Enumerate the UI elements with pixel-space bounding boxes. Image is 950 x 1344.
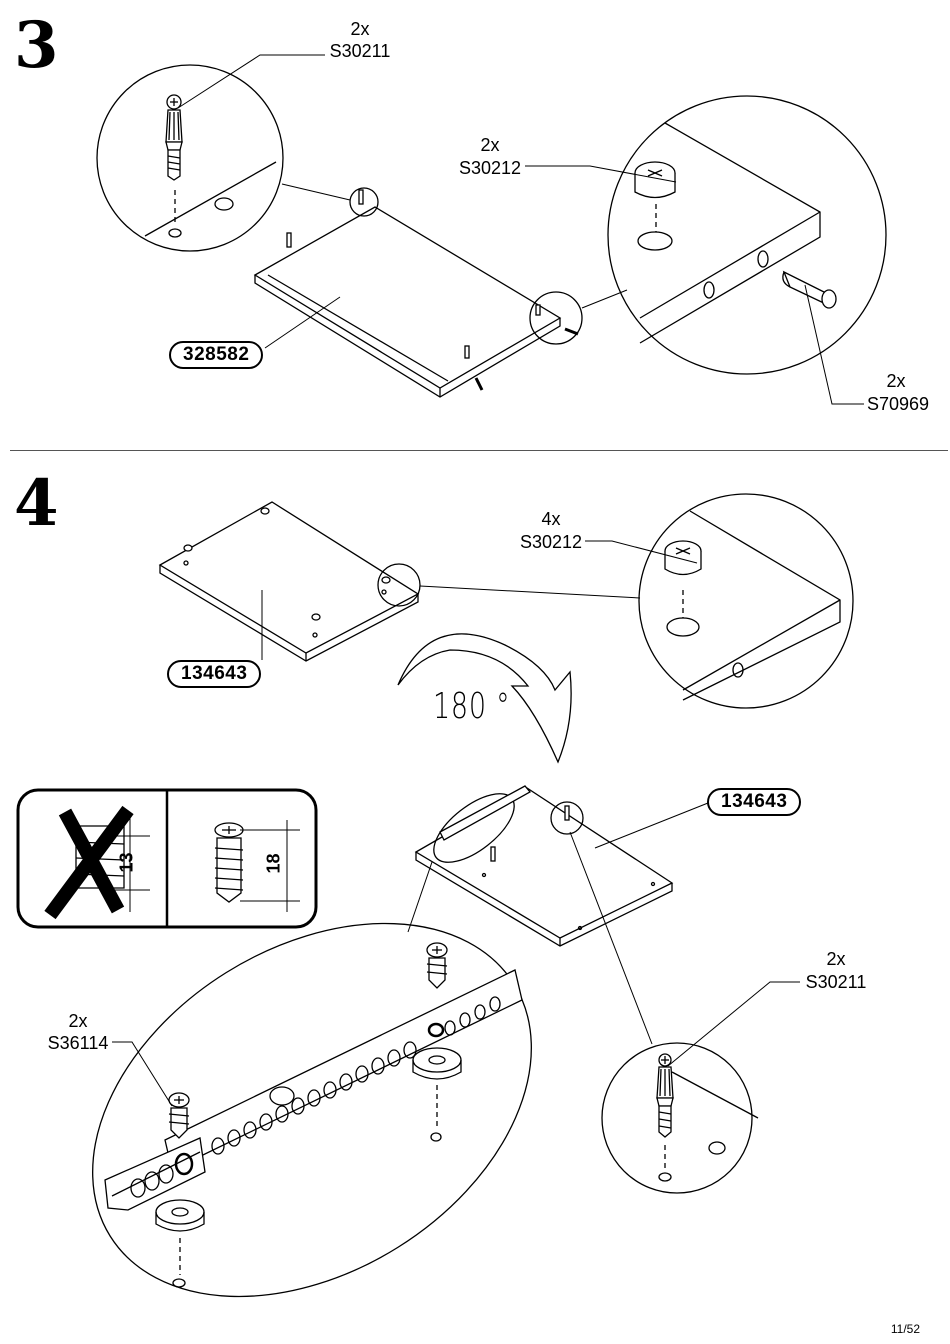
- panel-134643-top: [158, 501, 421, 662]
- cam-lock-icon-s30212: [634, 161, 676, 199]
- rotate-arrow-icon: [397, 633, 572, 764]
- detail-circle-cam-dowel: [607, 95, 887, 375]
- page-number: 11/52: [890, 1322, 920, 1336]
- callout-code-s30211-step4: S30211: [805, 972, 867, 992]
- rotation-angle-label: 180 °: [433, 686, 511, 727]
- callout-code-s30212: S30212: [458, 158, 522, 178]
- cam-lock-icon-s30212-step4: [664, 540, 702, 576]
- callout-code-s70969: S70969: [866, 394, 930, 414]
- callout-qty-s70969: 2x: [886, 371, 906, 391]
- callout-code-s36114: S36114: [47, 1033, 109, 1053]
- panel-328582: [253, 187, 583, 398]
- wrong-screw-length: 13: [116, 852, 137, 873]
- euro-screw-icon-lower: [168, 1092, 190, 1139]
- euro-screw-icon-upper: [426, 942, 448, 989]
- dowel-icon-s70969: [782, 270, 837, 309]
- callout-code-s30211: S30211: [329, 41, 391, 61]
- step-number-3: 3: [14, 8, 59, 83]
- spacer-washer-icon-lower: [155, 1199, 205, 1232]
- step-number-4: 4: [14, 466, 59, 541]
- spacer-washer-icon-upper: [412, 1047, 462, 1080]
- callout-qty-s30212: 2x: [480, 135, 500, 155]
- step-divider: [10, 450, 948, 451]
- cam-bolt-icon-s30211-step4: [656, 1053, 674, 1138]
- detail-circle-cam-step4: [638, 493, 854, 709]
- part-number-badge-328582: 328582: [169, 341, 264, 369]
- detail-circle-cam-bolt: [96, 64, 284, 252]
- callout-qty-s30212-step4: 4x: [541, 509, 561, 529]
- correct-screw-length: 18: [263, 853, 284, 874]
- callout-qty-s36114: 2x: [68, 1011, 88, 1031]
- panel-134643-bottom: [414, 785, 709, 947]
- callout-qty-s30211-step4: 2x: [826, 949, 846, 969]
- part-number-badge-134643: 134643: [167, 660, 262, 688]
- cam-bolt-icon-s30211: [165, 94, 183, 181]
- callout-qty-s30211: 2x: [350, 19, 370, 39]
- correct-screw-icon: [214, 822, 244, 903]
- detail-circle-cam-bolt-step4: [601, 1042, 753, 1194]
- part-number-badge-134643-second: 134643: [707, 788, 802, 816]
- callout-code-s30212-step4: S30212: [519, 532, 583, 552]
